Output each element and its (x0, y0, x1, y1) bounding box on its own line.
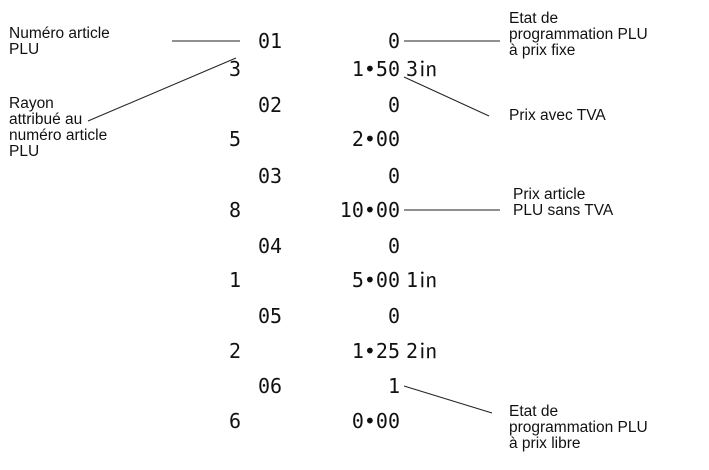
open-price-status-label: Etat de programmation PLU à prix libre (509, 403, 648, 452)
price-without-vat-label: Prix article PLU sans TVA (513, 186, 614, 219)
price-with-vat-leader-line (403, 76, 490, 117)
receipt-status-code: 0 (387, 29, 400, 53)
receipt-status-code: 1 (387, 374, 400, 398)
receipt-plu-number: 02 (258, 93, 283, 117)
receipt-price: 10•00 (339, 198, 400, 222)
department-label: Rayon attribué au numéro article PLU (9, 95, 108, 160)
receipt-plu-number: 04 (258, 234, 283, 258)
fixed-price-status-label: Etat de programmation PLU à prix fixe (509, 10, 648, 59)
receipt-department: 5 (229, 127, 242, 151)
plu-number-label: Numéro article PLU (9, 25, 110, 58)
receipt-tax-status: 2㏌ (406, 339, 439, 363)
receipt-department: 2 (229, 339, 242, 363)
receipt-status-code: 0 (387, 93, 400, 117)
receipt-plu-number: 06 (258, 374, 283, 398)
receipt-price: 1•50 (351, 57, 400, 81)
receipt-department: 3 (229, 57, 242, 81)
receipt-tax-status: 3㏌ (406, 57, 439, 81)
receipt-status-code: 0 (387, 164, 400, 188)
receipt-status-code: 0 (387, 234, 400, 258)
receipt-price: 1•25 (351, 339, 400, 363)
receipt-price: 2•00 (351, 127, 400, 151)
receipt-tax-status: 1㏌ (406, 268, 439, 292)
receipt-department: 8 (229, 198, 242, 222)
receipt-department: 6 (229, 409, 242, 433)
receipt-plu-number: 03 (258, 164, 283, 188)
price-with-vat-label: Prix avec TVA (509, 107, 606, 124)
receipt-price: 0•00 (351, 409, 400, 433)
open-price-status-leader-line (403, 385, 493, 414)
receipt-department: 1 (229, 268, 242, 292)
receipt-plu-number: 05 (258, 304, 283, 328)
department-leader-line (87, 57, 237, 122)
receipt-status-code: 0 (387, 304, 400, 328)
receipt-plu-number: 01 (258, 29, 283, 53)
receipt-price: 5•00 (351, 268, 400, 292)
